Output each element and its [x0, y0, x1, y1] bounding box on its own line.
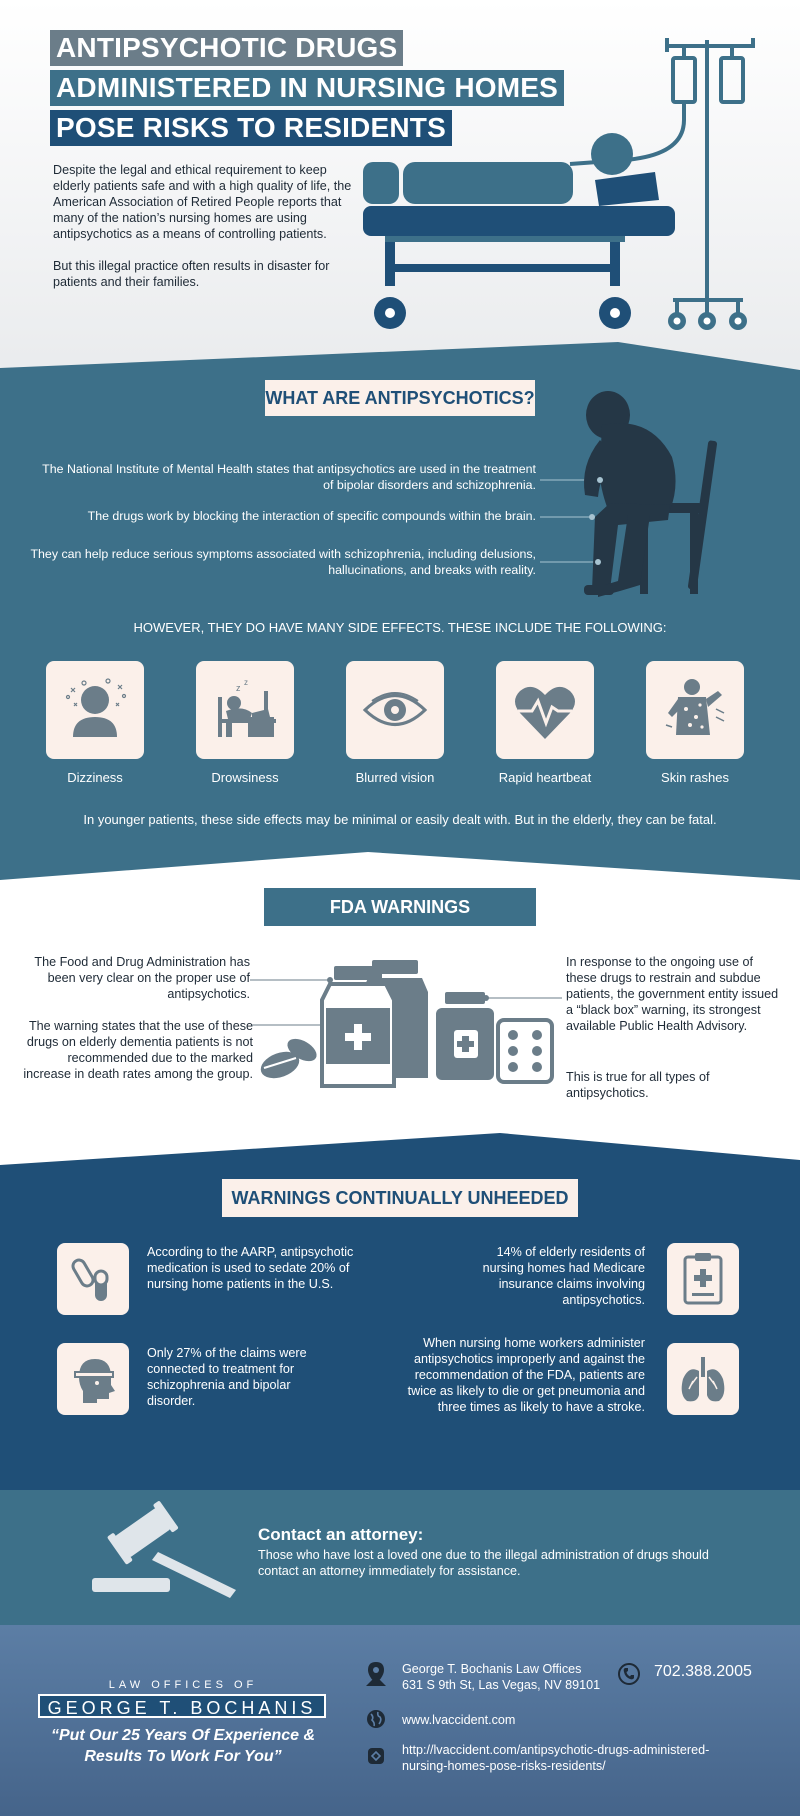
- fact-2: The drugs work by blocking the interacti…: [87, 509, 536, 523]
- elderly-note: In younger patients, these side effects …: [83, 812, 717, 827]
- medical-clipboard-icon: [683, 1253, 723, 1305]
- office-address: 631 S 9th St, Las Vegas, NV 89101: [402, 1678, 601, 1692]
- fact-1: The National Institute of Mental Health …: [42, 462, 536, 492]
- fda-left-1: The Food and Drug Administration has bee…: [34, 955, 250, 1001]
- iv-stand-icon: [569, 38, 755, 315]
- intro-text: Despite the legal and ethical requiremen…: [53, 162, 358, 306]
- svg-text:z: z: [236, 683, 241, 693]
- title-line-1: ANTIPSYCHOTIC DRUGS: [50, 30, 404, 66]
- firm-name-logo: GEORGE T. BOCHANIS: [38, 1694, 326, 1718]
- card-blurred-vision: [346, 661, 444, 759]
- intro-paragraph-2: But this illegal practice often results …: [53, 259, 330, 289]
- label-blurred-vision: Blurred vision: [355, 770, 435, 785]
- law-offices-of: LAW OFFICES OF: [108, 1679, 258, 1691]
- seated-man-silhouette: [540, 391, 718, 597]
- tagline-2: Results To Work For You”: [84, 1748, 282, 1765]
- website-link[interactable]: www.lvaccident.com: [402, 1713, 516, 1727]
- side-effects-heading: HOWEVER, THEY DO HAVE MANY SIDE EFFECTS.…: [133, 620, 667, 635]
- fda-heading: FDA WARNINGS: [264, 888, 536, 926]
- lungs-card: [667, 1343, 739, 1415]
- card-skin-rashes: [646, 661, 744, 759]
- medicine-bottles-illustration: [250, 960, 562, 1088]
- skin-rash-icon: [665, 679, 725, 735]
- what-heading: WHAT ARE ANTIPSYCHOTICS?: [265, 380, 535, 416]
- stat-aarp: According to the AARP, antipsychotic med…: [147, 1245, 354, 1291]
- fda-right-2: This is true for all types of antipsycho…: [566, 1070, 710, 1100]
- gavel-icon: [92, 1501, 236, 1598]
- link-icon: [368, 1748, 384, 1764]
- globe-icon: [367, 1710, 385, 1728]
- map-pin-icon: [366, 1662, 386, 1686]
- intro-paragraph-1: Despite the legal and ethical requiremen…: [53, 163, 352, 241]
- page-url-line-1[interactable]: http://lvaccident.com/antipsychotic-drug…: [402, 1743, 710, 1757]
- page-url-line-2[interactable]: nursing-homes-pose-risks-residents/: [402, 1759, 606, 1773]
- office-name: George T. Bochanis Law Offices: [402, 1662, 582, 1676]
- label-dizziness: Dizziness: [67, 770, 123, 785]
- eye-icon: [362, 692, 428, 726]
- tagline-1: “Put Our 25 Years Of Experience &: [50, 1727, 316, 1744]
- title-line-3: POSE RISKS TO RESIDENTS: [50, 110, 452, 146]
- sleeping-at-desk-icon: zz: [218, 678, 276, 737]
- stat-medicare: 14% of elderly residents of nursing home…: [482, 1245, 645, 1307]
- bandaged-head-icon: [74, 1359, 115, 1403]
- phone-icon: [618, 1663, 640, 1685]
- pills-card: [57, 1243, 129, 1315]
- contact-heading: Contact an attorney:: [258, 1525, 424, 1544]
- clipboard-card: [667, 1243, 739, 1315]
- dizzy-person-icon: [65, 678, 127, 737]
- label-drowsiness: Drowsiness: [211, 770, 279, 785]
- hospital-bed-illustration: [363, 38, 755, 330]
- title-line-2: ADMINISTERED IN NURSING HOMES: [50, 70, 565, 106]
- label-skin-rashes: Skin rashes: [661, 770, 729, 785]
- phone-number[interactable]: 702.388.2005: [654, 1663, 752, 1680]
- label-rapid-heartbeat: Rapid heartbeat: [498, 770, 592, 785]
- head-bandage-card: [57, 1343, 129, 1415]
- card-rapid-heartbeat: [496, 661, 594, 759]
- svg-text:z: z: [244, 678, 248, 687]
- unheeded-heading: WARNINGS CONTINUALLY UNHEEDED: [222, 1179, 578, 1217]
- stat-risks: When nursing home workers administer ant…: [407, 1336, 645, 1414]
- pills-icon: [71, 1258, 109, 1301]
- stat-claims: Only 27% of the claims were connected to…: [147, 1346, 307, 1408]
- fact-3: They can help reduce serious symptoms as…: [30, 547, 536, 577]
- heartbeat-icon: [515, 686, 575, 739]
- card-dizziness: [46, 661, 144, 759]
- lungs-icon: [681, 1357, 725, 1402]
- fda-left-2: The warning states that the use of these…: [23, 1019, 253, 1081]
- fda-right-1: In response to the ongoing use of these …: [566, 955, 779, 1033]
- contact-text: Those who have lost a loved one due to t…: [258, 1548, 709, 1578]
